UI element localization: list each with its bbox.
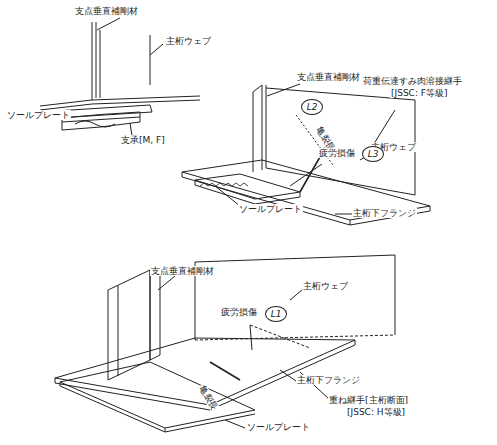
- part-label: 支承[M, F]: [120, 135, 166, 145]
- part-label: ソールプレート: [246, 422, 311, 432]
- part-label: [JSSC: F等級]: [390, 88, 448, 98]
- callout-circle: L2: [301, 99, 323, 115]
- part-label: [JSSC: H等級]: [346, 407, 406, 417]
- sole-plate-end-sketch: [182, 84, 430, 225]
- callout-number: L3: [368, 150, 379, 159]
- part-label: 重ね継手[主桁断面]: [328, 395, 409, 405]
- part-label: 疲労損傷: [318, 148, 356, 158]
- callout-number: L1: [271, 310, 282, 319]
- part-label: 支点垂直補剛材: [296, 72, 361, 82]
- callout-number: L2: [307, 103, 318, 112]
- part-label: 疲労損傷: [220, 307, 258, 317]
- part-label: 主桁下フランジ: [296, 375, 361, 385]
- part-label: 主桁ウェブ: [302, 281, 349, 291]
- lap-joint-sketch: [55, 255, 395, 432]
- part-label: 支点垂直補剛材: [74, 6, 139, 16]
- callout-circle: L1: [265, 306, 287, 322]
- part-label: 主桁下フランジ: [352, 208, 417, 218]
- part-label: ソールプレート: [238, 204, 303, 214]
- part-label: ソールプレート: [6, 110, 71, 120]
- part-label: 支点垂直補剛材: [150, 266, 215, 276]
- part-label: 主桁ウェブ: [165, 36, 212, 46]
- part-label: 荷重伝達すみ肉溶接継手: [362, 76, 463, 86]
- callout-circle: L3: [362, 146, 384, 162]
